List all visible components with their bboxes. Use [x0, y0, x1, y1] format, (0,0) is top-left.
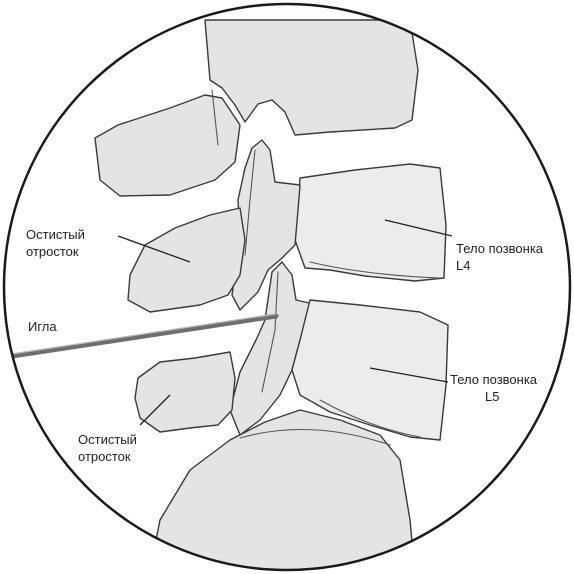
- label-body-l4: Тело позвонка L4: [456, 240, 543, 274]
- spinous-process-l4: [128, 208, 245, 312]
- label-needle-text: Игла: [28, 318, 57, 335]
- label-spinous-upper-line2: отросток: [26, 243, 85, 260]
- spinous-process-top: [95, 95, 240, 196]
- label-spinous-lower: Остистый отросток: [78, 431, 137, 465]
- spinous-process-l5: [135, 352, 235, 432]
- label-spinous-upper: Остистый отросток: [26, 226, 85, 260]
- label-body-l5-line2: L5: [450, 388, 537, 405]
- label-body-l4-line1: Тело позвонка: [456, 240, 543, 257]
- vertebra-l3-body: [205, 20, 418, 135]
- label-body-l5: Тело позвонка L5: [450, 371, 537, 405]
- sacrum: [150, 410, 415, 574]
- label-body-l5-line1: Тело позвонка: [450, 371, 537, 388]
- label-needle: Игла: [28, 318, 57, 335]
- label-spinous-lower-line2: отросток: [78, 448, 137, 465]
- vertebrae-group: [12, 20, 448, 574]
- label-spinous-lower-line1: Остистый: [78, 431, 137, 448]
- label-body-l4-line2: L4: [456, 257, 543, 274]
- label-spinous-upper-line1: Остистый: [26, 226, 85, 243]
